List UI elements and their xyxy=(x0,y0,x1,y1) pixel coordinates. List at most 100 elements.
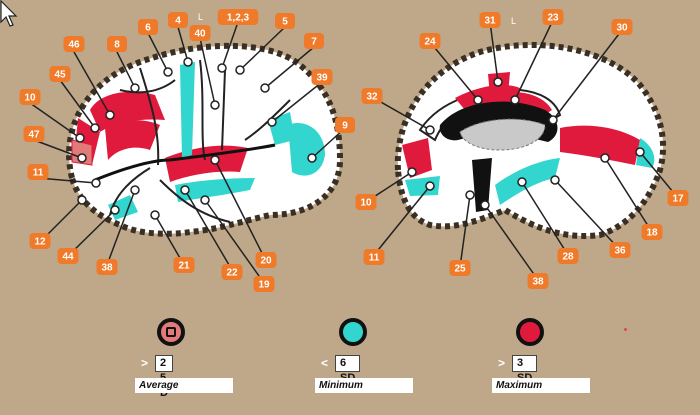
medial-label-badge: 11 xyxy=(363,249,385,265)
badge-background xyxy=(27,164,49,180)
lateral-label-badge: 38 xyxy=(96,259,118,275)
badge-label: 20 xyxy=(260,256,272,267)
lateral-label-badge: 7 xyxy=(304,33,324,49)
badge-background xyxy=(217,9,259,25)
region-21 xyxy=(175,178,255,202)
lateral-label-badge: 12 xyxy=(29,233,51,249)
region-28 xyxy=(495,158,560,205)
badge-background xyxy=(49,66,71,82)
square-in-circle-icon xyxy=(157,318,185,346)
badge-label: 47 xyxy=(28,130,40,141)
legend-name: Minimum xyxy=(315,378,413,393)
badge-label: 21 xyxy=(178,261,190,272)
badge-label: 28 xyxy=(562,252,574,263)
badge-label: 38 xyxy=(532,277,544,288)
region-11m xyxy=(405,176,440,196)
medial-label-badge: 31 xyxy=(479,12,501,28)
badge-label: 45 xyxy=(54,70,66,81)
badge-background xyxy=(304,33,324,49)
medial-label-badge: 24 xyxy=(419,33,441,49)
badge-background xyxy=(29,233,51,249)
badge-label: 9 xyxy=(342,121,348,132)
lateral-label-badge: 20 xyxy=(255,252,277,268)
badge-label: 17 xyxy=(672,194,684,205)
badge-background xyxy=(19,89,41,105)
region-46 xyxy=(90,91,165,132)
badge-label: 32 xyxy=(366,92,378,103)
medial-leader-lines xyxy=(365,19,679,281)
badge-label: 44 xyxy=(62,252,74,263)
badge-background xyxy=(311,69,333,85)
legend-comparator: > xyxy=(498,356,506,370)
badge-background xyxy=(138,19,158,35)
badge-label: 24 xyxy=(424,37,436,48)
medial-label-badge: 10 xyxy=(355,194,377,210)
badge-label: 8 xyxy=(114,40,120,51)
region-17 xyxy=(636,138,655,168)
badge-background xyxy=(361,88,383,104)
legend-threshold: 2 5 D xyxy=(155,355,173,399)
badge-background xyxy=(107,36,127,52)
medial-label-badge: 17 xyxy=(667,190,689,206)
badge-background xyxy=(479,12,501,28)
badge-background xyxy=(96,259,118,275)
badge-label: 38 xyxy=(101,263,113,274)
lateral-label-badge: 9 xyxy=(335,117,355,133)
badge-background xyxy=(23,126,45,142)
region-45 xyxy=(105,120,160,160)
badge-background xyxy=(667,190,689,206)
medial-brain-view xyxy=(365,19,679,281)
lateral-label-badge: 40 xyxy=(189,25,211,41)
red-circle-icon xyxy=(516,318,544,346)
lateral-l-marker: L xyxy=(198,12,203,22)
medial-label-badge: 28 xyxy=(557,248,579,264)
sylvian-fissure xyxy=(94,143,276,182)
medial-label-badge: 30 xyxy=(611,19,633,35)
mouse-pointer-icon xyxy=(0,0,18,27)
lateral-label-badge: 5 xyxy=(275,13,295,29)
brainstem xyxy=(472,158,492,212)
badge-background xyxy=(542,9,564,25)
badge-background xyxy=(255,252,277,268)
lateral-label-badge: 8 xyxy=(107,36,127,52)
badge-label: 11 xyxy=(33,168,44,179)
medial-label-badge: 25 xyxy=(449,260,471,276)
badge-label: 23 xyxy=(547,13,559,24)
badge-label: 4 xyxy=(175,16,181,27)
medial-label-badge: 23 xyxy=(542,9,564,25)
badge-label: 36 xyxy=(614,246,626,257)
badge-background xyxy=(335,117,355,133)
badge-background xyxy=(221,264,243,280)
legend-comparator: > xyxy=(141,356,149,370)
badge-label: 39 xyxy=(316,73,328,84)
badge-label: 19 xyxy=(258,280,270,291)
cyan-circle-icon xyxy=(339,318,367,346)
lateral-label-badge: 47 xyxy=(23,126,45,142)
badge-background xyxy=(355,194,377,210)
lateral-region-dots xyxy=(75,57,317,220)
lateral-label-badge: 4 xyxy=(168,12,188,28)
legend-name: Average xyxy=(135,378,233,393)
medial-region-dots xyxy=(407,77,645,210)
badge-label: 18 xyxy=(646,228,658,239)
lateral-label-badge: 39 xyxy=(311,69,333,85)
badge-background xyxy=(363,249,385,265)
badge-background xyxy=(189,25,211,41)
legend-threshold: 6 SD xyxy=(335,355,361,384)
badge-label: 5 xyxy=(282,17,288,28)
badge-background xyxy=(641,224,663,240)
lateral-label-badge: 45 xyxy=(49,66,71,82)
badge-background xyxy=(609,242,631,258)
badge-background xyxy=(527,273,549,289)
medial-label-badge: 36 xyxy=(609,242,631,258)
lateral-label-badge: 19 xyxy=(253,276,275,292)
badge-label: 1,2,3 xyxy=(227,13,250,24)
lateral-label-badge: 22 xyxy=(221,264,243,280)
lateral-brain-view xyxy=(29,21,346,284)
legend-comparator: < xyxy=(321,356,329,370)
lateral-leader-lines xyxy=(29,21,346,284)
badge-background xyxy=(275,13,295,29)
badge-label: 10 xyxy=(360,198,372,209)
region-19 xyxy=(288,123,325,176)
